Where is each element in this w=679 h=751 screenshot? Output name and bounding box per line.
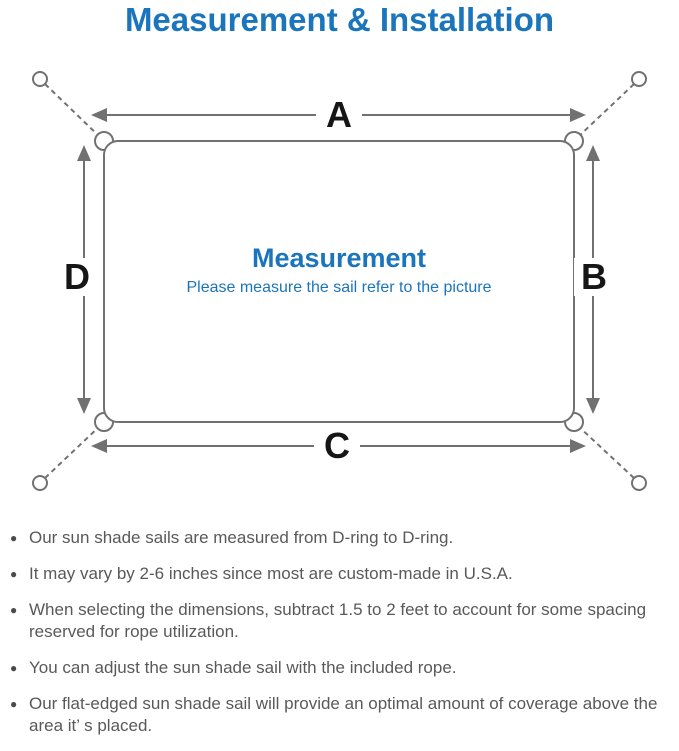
note-text: When selecting the dimensions, subtract … — [29, 600, 647, 641]
note-text: It may vary by 2-6 inches since most are… — [29, 564, 513, 583]
bullet-icon: ● — [10, 603, 18, 617]
list-item: ● It may vary by 2-6 inches since most a… — [10, 563, 672, 585]
sail-measurement-diagram — [32, 71, 647, 491]
note-text: Our sun shade sails are measured from D-… — [29, 528, 454, 547]
rope-dashed-lines — [44, 83, 635, 479]
measurement-heading: Measurement — [251, 243, 427, 273]
bullet-icon: ● — [10, 567, 18, 581]
sail-center-caption: Measurement Please measure the sail refe… — [129, 243, 549, 298]
list-item: ● You can adjust the sun shade sail with… — [10, 657, 672, 679]
list-item: ● When selecting the dimensions, subtrac… — [10, 599, 672, 643]
list-item: ● Our flat-edged sun shade sail will pro… — [10, 693, 672, 737]
list-item: ● Our sun shade sails are measured from … — [10, 527, 672, 549]
bullet-icon: ● — [10, 697, 18, 711]
bullet-icon: ● — [10, 661, 18, 675]
note-text: Our flat-edged sun shade sail will provi… — [29, 694, 658, 735]
measurement-subheading: Please measure the sail refer to the pic… — [186, 279, 492, 296]
dimension-label-c: C — [314, 427, 360, 465]
note-text: You can adjust the sun shade sail with t… — [29, 658, 457, 677]
bullet-icon: ● — [10, 531, 18, 545]
dimension-label-d: D — [57, 258, 97, 296]
dimension-label-b: B — [574, 258, 614, 296]
notes-list: ● Our sun shade sails are measured from … — [10, 527, 672, 751]
dimension-label-a: A — [316, 96, 362, 134]
page-title: Measurement & Installation — [124, 1, 555, 38]
anchor-point-circles — [32, 71, 647, 491]
